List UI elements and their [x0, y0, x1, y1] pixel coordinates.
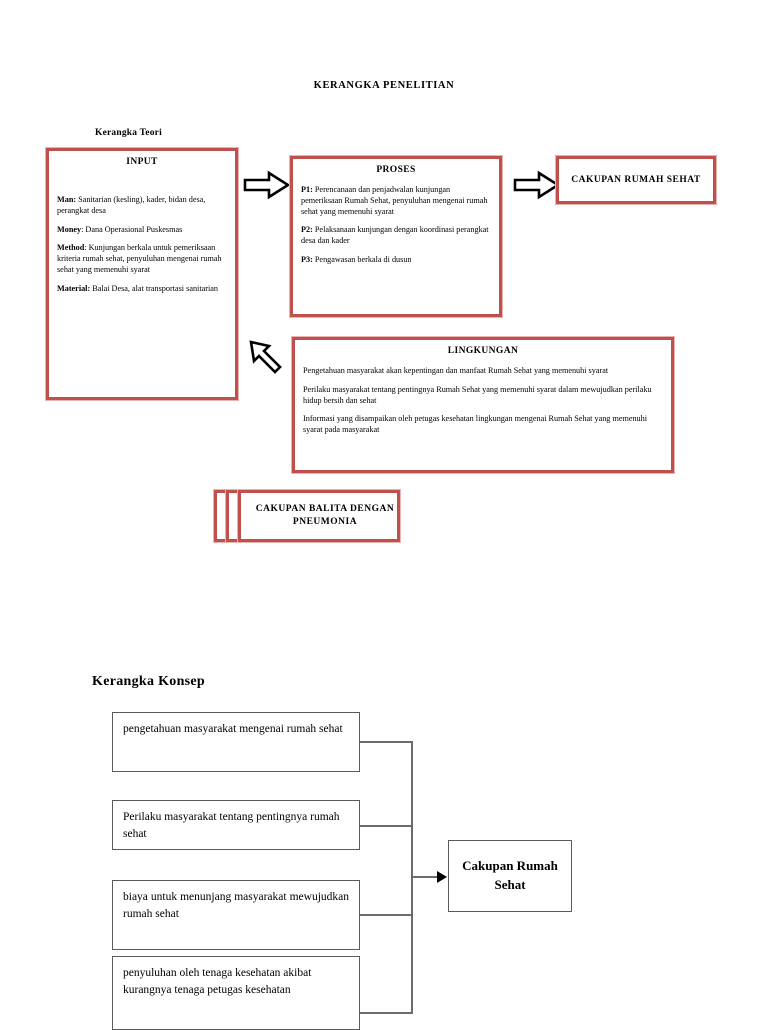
connector-line-3: [360, 914, 413, 916]
proses-item-p2: P2: Pelaksanaan kunjungan dengan koordin…: [301, 225, 491, 247]
lingkungan-paragraph-3: Informasi yang disampaikan oleh petugas …: [303, 414, 648, 435]
input-item-material: Material: Balai Desa, alat transportasi …: [57, 284, 227, 295]
arrow-proses-to-output-icon: [513, 170, 561, 205]
input-item-money: Money: Dana Operasional Puskesmas: [57, 225, 227, 236]
connector-arrowhead-icon: [436, 869, 450, 890]
proses-item-p1-term: P1:: [301, 185, 313, 194]
connector-line-1: [360, 741, 413, 743]
input-item-man-text: Sanitarian (kesling), kader, bidan desa,…: [57, 195, 206, 215]
output-box: CAKUPAN RUMAH SEHAT: [556, 156, 716, 204]
page-title: KERANGKA PENELITIAN: [313, 80, 455, 91]
lingkungan-paragraph-2: Perilaku masyarakat tentang pentingnya R…: [303, 384, 652, 405]
konsep-factor-label-1: pengetahuan masyarakat mengenai rumah se…: [123, 723, 343, 735]
proses-item-p2-term: P2:: [301, 225, 313, 235]
arrow-lingkungan-to-input-icon: [248, 338, 296, 391]
proses-item-p3-term: P3:: [301, 255, 313, 265]
balita-box: CAKUPAN BALITA DENGAN PNEUMONIA: [238, 490, 400, 542]
proses-item-p1: P1: Perencanaan dan penjadwalan kunjunga…: [301, 185, 491, 217]
input-box: INPUT Man: Sanitarian (kesling), kader, …: [46, 148, 238, 400]
konsep-factor-box-2: Perilaku masyarakat tentang pentingnya r…: [112, 800, 360, 850]
input-item-money-term: Money: [57, 224, 82, 234]
konsep-factor-label-4: penyuluhan oleh tenaga kesehatan akibat …: [123, 967, 312, 997]
section-label-kerangka-konsep: Kerangka Konsep: [92, 674, 206, 689]
connector-to-result: [411, 876, 443, 878]
proses-item-p3: P3: Pengawasan berkala di dusun: [301, 255, 491, 266]
konsep-factor-label-3: biaya untuk menunjang masyarakat mewujud…: [123, 891, 349, 921]
konsep-result-box: Cakupan Rumah Sehat: [448, 840, 572, 912]
output-box-heading: CAKUPAN RUMAH SEHAT: [571, 174, 701, 185]
section-label-kerangka-teori: Kerangka Teori: [95, 128, 162, 138]
konsep-factor-box-4: penyuluhan oleh tenaga kesehatan akibat …: [112, 956, 360, 1030]
input-item-method: Method: Kunjungan berkala untuk pemeriks…: [57, 243, 227, 275]
input-item-material-text: Balai Desa, alat transportasi sanitarian: [90, 283, 218, 293]
konsep-factor-label-2: Perilaku masyarakat tentang pentingnya r…: [123, 811, 340, 841]
input-item-material-term: Material:: [57, 283, 91, 293]
input-box-heading: INPUT: [126, 157, 158, 167]
connector-line-4: [360, 1012, 413, 1014]
konsep-factor-box-3: biaya untuk menunjang masyarakat mewujud…: [112, 880, 360, 950]
input-item-money-text: : Dana Operasional Puskesmas: [81, 224, 183, 234]
arrow-input-to-proses-icon: [243, 170, 291, 205]
input-item-man-term: Man:: [57, 195, 77, 204]
input-item-method-term: Method: [57, 243, 85, 253]
proses-item-p3-text: Pengawasan berkala di dusun: [312, 255, 412, 265]
proses-item-p1-text: Perencanaan dan penjadwalan kunjungan pe…: [301, 185, 488, 216]
lingkungan-box: LINGKUNGAN Pengetahuan masyarakat akan k…: [292, 337, 674, 473]
lingkungan-paragraph-1: Pengetahuan masyarakat akan kepentingan …: [303, 366, 609, 375]
balita-box-heading: CAKUPAN BALITA DENGAN PNEUMONIA: [255, 504, 395, 527]
proses-box: PROSES P1: Perencanaan dan penjadwalan k…: [290, 156, 502, 317]
connector-line-2: [360, 825, 413, 827]
input-item-man: Man: Sanitarian (kesling), kader, bidan …: [57, 195, 227, 217]
proses-item-p2-text: Pelaksanaan kunjungan dengan koordinasi …: [301, 225, 489, 246]
proses-box-heading: PROSES: [376, 165, 416, 175]
konsep-result-label: Cakupan Rumah Sehat: [462, 858, 558, 892]
input-item-method-text: : Kunjungan berkala untuk pemeriksaan kr…: [57, 243, 222, 275]
konsep-factor-box-1: pengetahuan masyarakat mengenai rumah se…: [112, 712, 360, 772]
lingkungan-box-heading: LINGKUNGAN: [447, 346, 519, 356]
